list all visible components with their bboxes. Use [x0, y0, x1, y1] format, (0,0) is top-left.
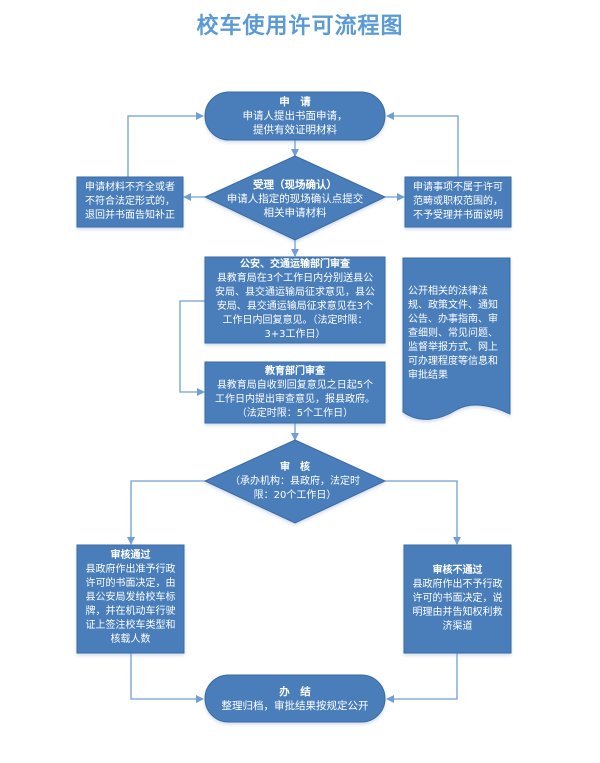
node-finish-terminator — [204, 674, 386, 723]
node-text-line: 限：20个工作日） — [253, 490, 337, 501]
node-text-line: （承办机构：县政府，法定时 — [230, 476, 360, 487]
edge-audit-to-rejected — [385, 480, 461, 545]
node-audit: 审 核 （承办机构：县政府，法定时限：20个工作日） — [205, 444, 385, 520]
node-approved: 审核通过县政府作出准予行政许可的书面决定，由县公安局发给校车标牌，并在机动车行驶… — [77, 545, 184, 653]
node-text-line: 申请事项不属于许可 — [413, 182, 503, 193]
node-incomplete: 申请材料不齐全或者不符合法定形式的， 退回并书面告知补正 — [77, 177, 183, 227]
node-heading: 公安、交通运输部门审查 — [240, 259, 350, 270]
node-text-line: 3+3工作日） — [264, 329, 326, 340]
node-text-line: 县政府作出准予行政 — [85, 564, 176, 575]
node-heading: 申 请 — [279, 96, 311, 108]
node-text-line: 公告、办事指南、审 — [408, 314, 498, 325]
node-not-in-scope: 申请事项不属于许可范畴或职权范围的， 不予受理并书面说明 — [405, 177, 511, 227]
node-text-line: 申请人提出书面申请， — [242, 110, 348, 122]
edge-police-review-to-edu-review — [179, 300, 205, 396]
node-text-line: 整理归档，审批结果按规定公开 — [221, 699, 369, 712]
edge-rejected-to-finish — [386, 653, 458, 703]
node-text-line: 县政府作出不予行政 — [412, 579, 503, 590]
node-text-line: 查细则、常见问题、 — [408, 328, 498, 339]
node-heading: 审核通过 — [110, 550, 151, 561]
node-text-line: 安局、县交通运输局征求意见，县公 — [215, 287, 375, 298]
node-text-line: （法定时限：5个工作日） — [236, 407, 354, 419]
node-edu-review-box — [204, 361, 386, 424]
node-apply-terminator — [204, 91, 386, 141]
node-text-line: 明理由并告知权利救 — [412, 607, 503, 618]
node-text-line: 证上签注校车类型和 — [85, 620, 176, 631]
node-rejected: 审核不通过县政府作出不予行政许可的书面决定，说明理由并告知权利救济渠道 — [404, 545, 511, 653]
node-police-review-box — [204, 256, 386, 344]
node-text-line: 可办理程度等信息和 — [408, 356, 498, 367]
edge-audit-to-approved — [127, 480, 205, 545]
node-text-line: 牌，并在机动车行驶 — [85, 606, 176, 617]
node-text-line: 县公安局发给校车标 — [85, 592, 176, 603]
node-text-line: 监督举报方式、网上 — [408, 342, 498, 353]
node-apply: 申 请申请人提出书面申请， 提供有效证明材料 — [205, 92, 385, 140]
node-finish: 办 结整理归档，审批结果按规定公开 — [205, 675, 385, 722]
node-text-line: 提供有效证明材料 — [253, 124, 337, 136]
node-text-line: 工作日内回复意见。（法定时限： — [222, 315, 368, 326]
node-text-line: 不予受理并书面说明 — [413, 210, 503, 221]
node-police-review: 公安、交通运输部门审查县教育局在3个工作日内分别送县公安局、县交通运输局征求意见… — [205, 257, 385, 343]
node-text-line: 公开相关的法律法 — [408, 286, 488, 297]
node-approved-box — [76, 544, 185, 654]
edge-incomplete-to-apply — [127, 112, 204, 177]
node-text-line: 工作日内提出审查意见，报县政府。 — [215, 393, 375, 405]
node-incomplete-box — [76, 176, 184, 228]
diagram-title: 校车使用许可流程图 — [196, 14, 404, 39]
node-text-line: 退回并书面告知补正 — [85, 210, 175, 221]
node-text-line: 申请人指定的现场确认点提交 — [226, 193, 364, 205]
node-text-line: 县教育局在3个工作日内分别送县公 — [216, 273, 374, 284]
node-heading: 教育部门审查 — [265, 365, 325, 377]
node-text-line: 许可的书面决定，说 — [412, 593, 503, 604]
node-not-in-scope-box — [404, 176, 512, 228]
node-text-line: 县教育局自收到回复意见之日起5个 — [216, 379, 374, 391]
edge-not-in-scope-to-apply — [386, 112, 459, 177]
node-text-line: 申请材料不齐全或者 — [85, 182, 175, 193]
node-heading: 办 结 — [279, 685, 311, 698]
node-accept-decision — [203, 155, 387, 241]
node-text-line: 规、政策文件、通知 — [408, 300, 498, 311]
node-heading: 审 核 — [280, 462, 310, 473]
node-heading: 审核不通过 — [432, 565, 483, 576]
node-text-line: 范畴或职权范围的， — [413, 196, 503, 207]
node-text-line: 济渠道 — [442, 621, 473, 632]
node-disclosure-document — [402, 257, 511, 420]
node-accept: 受理（现场确认） 申请人指定的现场确认点提交相关申请材料 — [205, 160, 385, 238]
node-audit-decision — [203, 439, 387, 524]
node-text-line: 安局、县交通运输局征求意见在3个 — [216, 301, 374, 312]
edge-approved-to-finish — [130, 653, 204, 703]
node-edu-review: 教育部门审查县教育局自收到回复意见之日起5个工作日内提出审查意见，报县政府。 （法… — [205, 362, 385, 423]
node-text-line: 相关申请材料 — [263, 207, 327, 219]
node-rejected-box — [403, 544, 512, 654]
node-text-line: 不符合法定形式的， — [85, 196, 175, 207]
node-text-line: 许可的书面决定，由 — [85, 578, 176, 589]
node-text-line: 核载人数 — [110, 634, 151, 645]
node-disclosure: 公开相关的法律法规、政策文件、通知公告、办事指南、审查细则、常见问题、监督举报方… — [408, 285, 510, 405]
node-text-line: 审批结果 — [408, 370, 448, 381]
node-heading: 受理（现场确认） — [253, 179, 337, 191]
